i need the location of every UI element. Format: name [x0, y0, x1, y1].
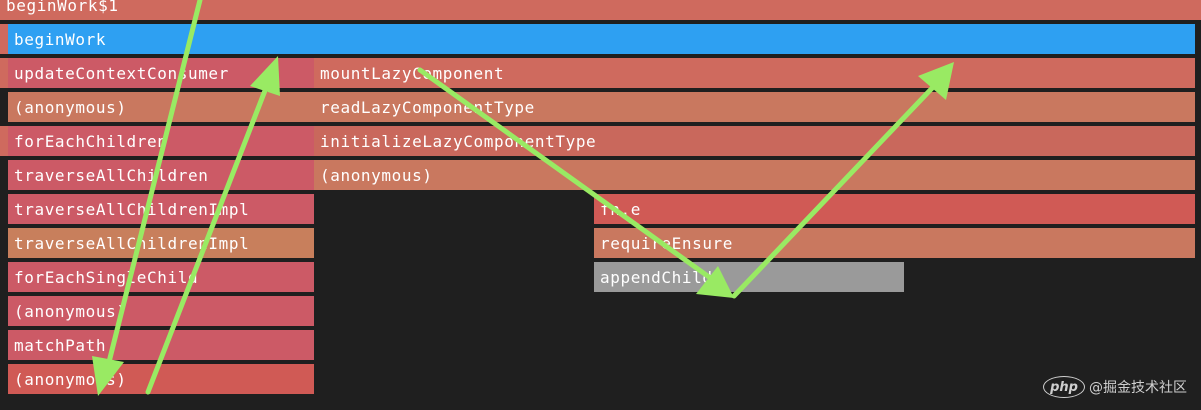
frame-label: initializeLazyComponentType — [320, 132, 597, 151]
watermark: php @掘金技术社区 — [1043, 376, 1187, 398]
frame-initialize-lazy-component-type[interactable]: initializeLazyComponentType — [314, 126, 1195, 158]
frame-stub[interactable] — [0, 24, 8, 56]
frame-require-ensure[interactable]: requireEnsure — [594, 228, 1195, 260]
frame-append-child[interactable]: appendChild — [594, 262, 904, 294]
frame-label: (anonymous) — [14, 98, 127, 117]
frame-anonymous[interactable]: (anonymous) — [8, 296, 314, 328]
frame-label: (anonymous) — [14, 302, 127, 321]
frame-beginwork-1[interactable]: beginWork$1 — [0, 0, 1201, 22]
frame-label: readLazyComponentType — [320, 98, 535, 117]
frame-read-lazy-component-type[interactable]: readLazyComponentType — [314, 92, 1195, 124]
frame-label: traverseAllChildrenImpl — [14, 234, 250, 253]
frame-traverse-all-children[interactable]: traverseAllChildren — [8, 160, 314, 192]
frame-label: beginWork — [14, 30, 107, 49]
frame-beginwork-selected[interactable]: beginWork — [8, 24, 1195, 56]
watermark-text: @掘金技术社区 — [1089, 380, 1187, 396]
php-logo-icon: php — [1043, 376, 1085, 398]
frame-traverse-all-children-impl[interactable]: traverseAllChildrenImpl — [8, 228, 314, 260]
frame-label: appendChild — [600, 268, 713, 287]
frame-label: traverseAllChildren — [14, 166, 209, 185]
frame-anonymous[interactable]: (anonymous) — [8, 364, 314, 396]
frame-label: mountLazyComponent — [320, 64, 505, 83]
frame-label: fn.e — [600, 200, 641, 219]
frame-label: updateContextConsumer — [14, 64, 229, 83]
frame-for-each-children[interactable]: forEachChildren — [8, 126, 314, 158]
frame-fn-e[interactable]: fn.e — [594, 194, 1195, 226]
frame-label: requireEnsure — [600, 234, 734, 253]
frame-traverse-all-children-impl[interactable]: traverseAllChildrenImpl — [8, 194, 314, 226]
frame-mount-lazy-component[interactable]: mountLazyComponent — [314, 58, 1195, 90]
frame-label: (anonymous) — [14, 370, 127, 389]
frame-label: matchPath — [14, 336, 107, 355]
frame-anonymous[interactable]: (anonymous) — [8, 92, 314, 124]
frame-label: forEachSingleChild — [14, 268, 199, 287]
frame-label: (anonymous) — [320, 166, 433, 185]
frame-label: traverseAllChildrenImpl — [14, 200, 250, 219]
frame-for-each-single-child[interactable]: forEachSingleChild — [8, 262, 314, 294]
frame-label: beginWork$1 — [6, 0, 119, 15]
frame-update-context-consumer[interactable]: updateContextConsumer — [8, 58, 314, 90]
frame-stub[interactable] — [0, 126, 8, 158]
frame-label: forEachChildren — [14, 132, 168, 151]
frame-match-path[interactable]: matchPath — [8, 330, 314, 362]
frame-anonymous[interactable]: (anonymous) — [314, 160, 1195, 192]
frame-stub[interactable] — [0, 58, 8, 90]
